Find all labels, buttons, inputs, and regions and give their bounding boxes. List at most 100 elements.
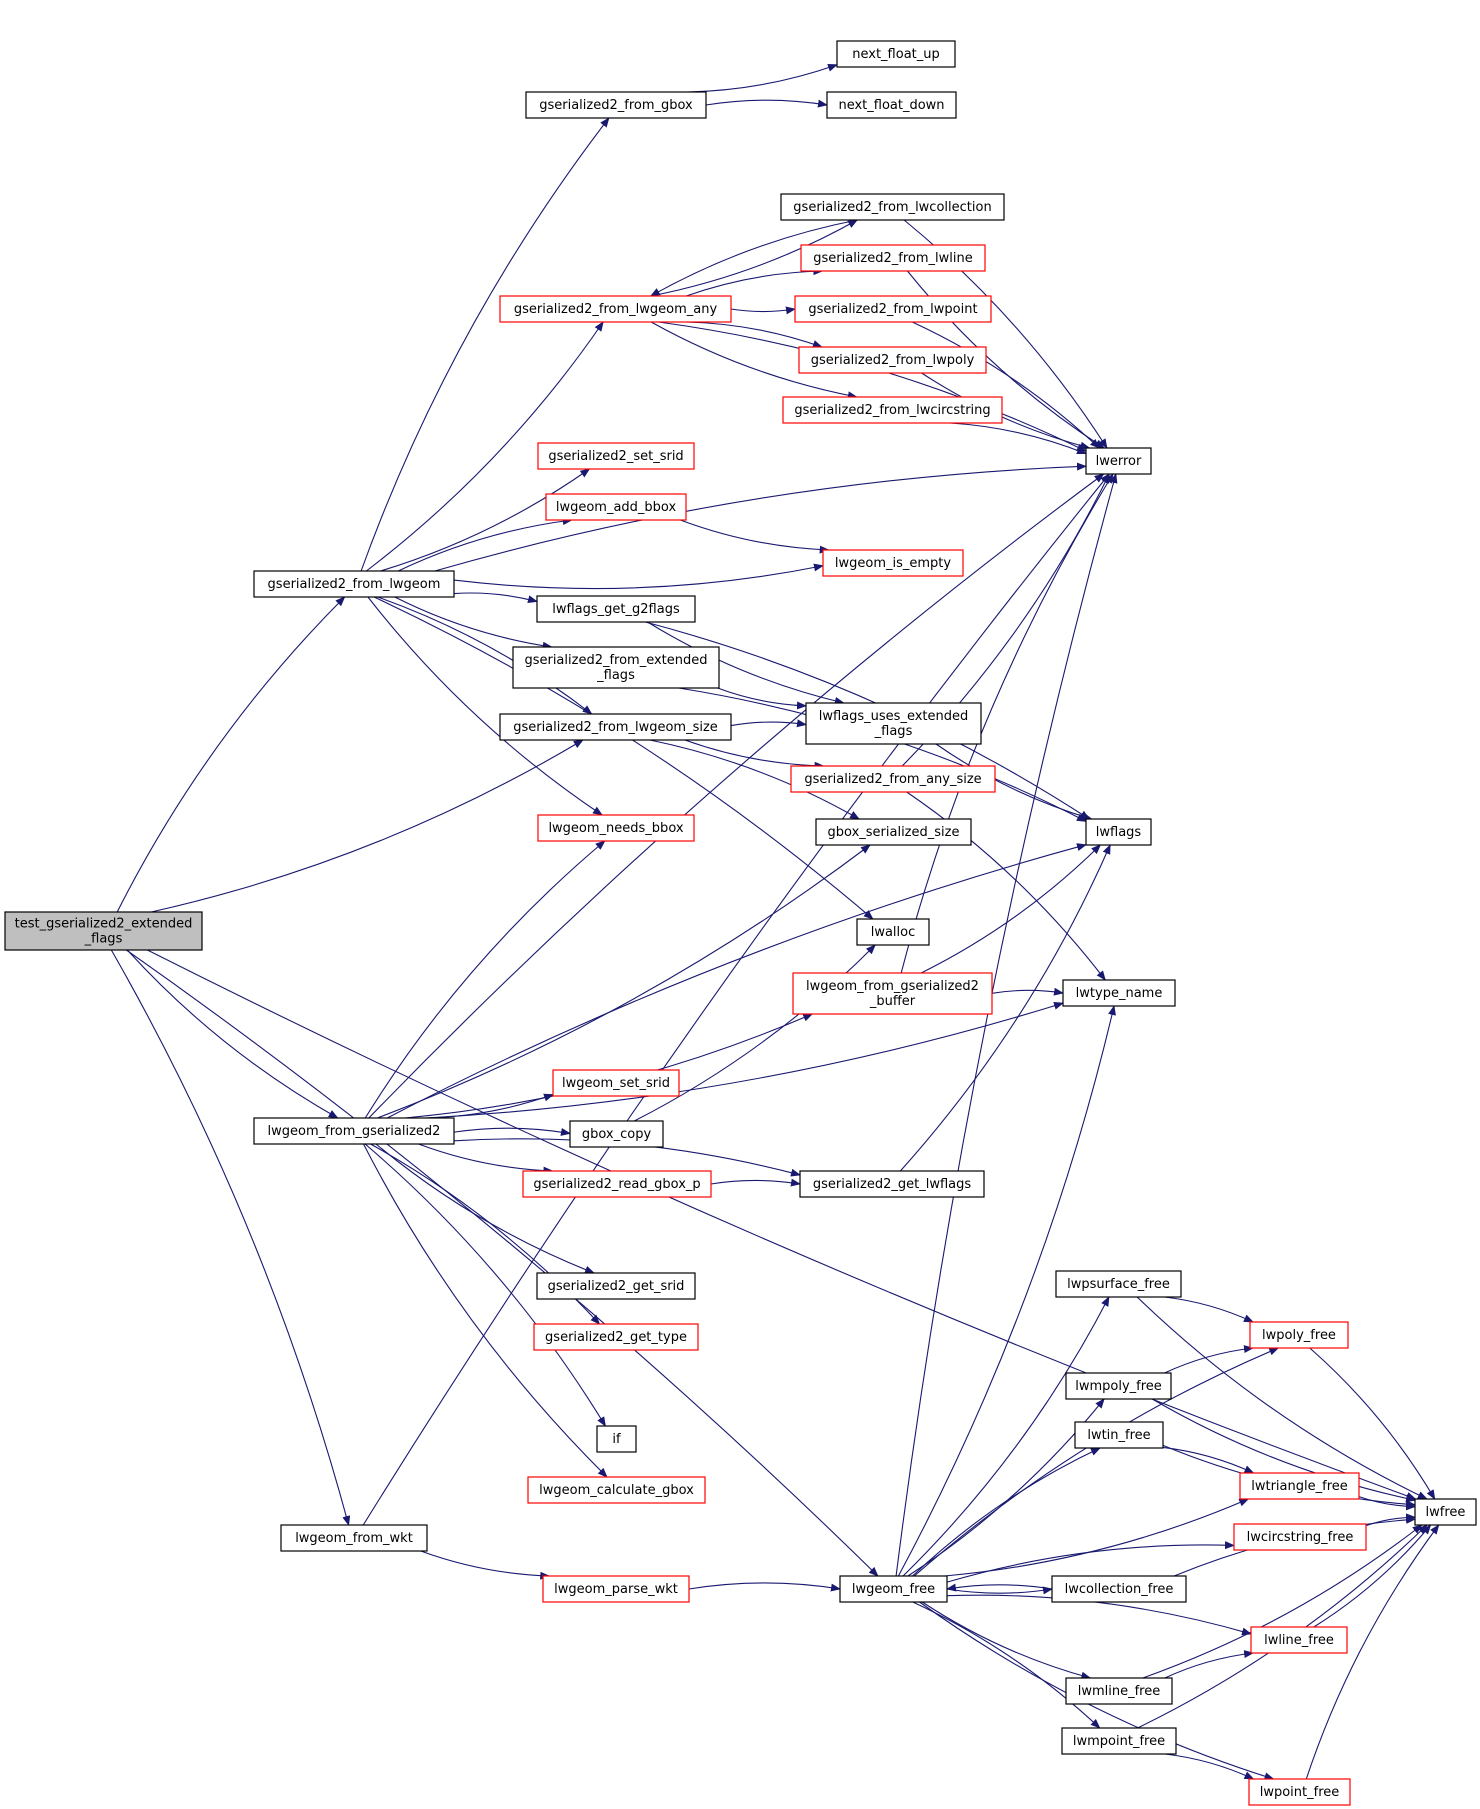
node-g2-from-any-size[interactable]: gserialized2_from_any_size: [790, 765, 996, 793]
node-lwmpoly-free[interactable]: lwmpoly_free: [1065, 1372, 1172, 1400]
node-g2-get-lwflags[interactable]: gserialized2_get_lwflags: [799, 1170, 985, 1198]
node-label: gbox_copy: [582, 1127, 652, 1142]
edge-lwpsurface-free-to-lwpoly-free: [1164, 1296, 1254, 1323]
node-label: lwflags_get_g2flags: [552, 602, 680, 617]
node-label: _flags: [874, 724, 913, 739]
edge-g2-from-lwgeom-to-g2-from-lwgeom-size: [377, 596, 593, 715]
node-g2-from-lwgeom-any[interactable]: gserialized2_from_lwgeom_any: [499, 295, 732, 323]
node-lwgeom-set-srid[interactable]: lwgeom_set_srid: [552, 1069, 680, 1097]
node-label: _flags: [84, 931, 123, 946]
node-box: [545, 493, 687, 521]
node-gbox-serialized-size[interactable]: gbox_serialized_size: [815, 818, 972, 846]
node-lwgeom-add-bbox[interactable]: lwgeom_add_bbox: [545, 493, 687, 521]
node-box: [790, 765, 996, 793]
node-label: test_gserialized2_extended: [15, 916, 193, 931]
node-lwpsurface-free[interactable]: lwpsurface_free: [1055, 1270, 1182, 1298]
node-lwalloc[interactable]: lwalloc: [856, 918, 930, 946]
node-g2-from-lwcollection[interactable]: gserialized2_from_lwcollection: [780, 193, 1005, 221]
node-lwtin-free[interactable]: lwtin_free: [1074, 1421, 1164, 1449]
node-lwmpoint-free[interactable]: lwmpoint_free: [1061, 1727, 1177, 1755]
edge-lwpoly-free-to-lwfree: [1309, 1347, 1436, 1500]
edge-g2-from-lwgeom-size-to-gbox-serialized-size: [649, 739, 860, 820]
node-lwtriangle-free[interactable]: lwtriangle_free: [1239, 1472, 1360, 1500]
edge-lwgeom-from-g2-to-if: [364, 1143, 606, 1427]
node-lwflags[interactable]: lwflags: [1085, 818, 1152, 846]
node-lwcollection-free[interactable]: lwcollection_free: [1051, 1575, 1187, 1603]
node-lwgeom-parse-wkt[interactable]: lwgeom_parse_wkt: [542, 1575, 690, 1603]
node-g2-from-lwgeom[interactable]: gserialized2_from_lwgeom: [253, 570, 455, 598]
node-lwerror[interactable]: lwerror: [1085, 447, 1152, 475]
node-lwgeom-needs-bbox[interactable]: lwgeom_needs_bbox: [537, 814, 695, 842]
node-if[interactable]: if: [596, 1425, 637, 1453]
edge-lwgeom-from-wkt-to-lwerror: [362, 473, 1110, 1526]
edge-lwtriangle-free-to-lwfree: [1358, 1496, 1416, 1511]
edge-lwmline-free-to-lwfree: [1142, 1524, 1423, 1679]
edge-lwgeom-from-g2-buffer-to-lwtype-name: [991, 987, 1064, 996]
node-box: [552, 1069, 680, 1097]
node-lwpoly-free[interactable]: lwpoly_free: [1249, 1321, 1349, 1349]
node-lwtype-name[interactable]: lwtype_name: [1062, 979, 1176, 1007]
node-box: [280, 1524, 428, 1552]
node-g2-from-lwgeom-size[interactable]: gserialized2_from_lwgeom_size: [499, 713, 732, 741]
node-lwmline-free[interactable]: lwmline_free: [1065, 1677, 1173, 1705]
node-label: gbox_serialized_size: [828, 825, 960, 840]
node-box: [836, 40, 956, 68]
node-label: lwpsurface_free: [1067, 1277, 1170, 1292]
edge-lwgeom-free-to-lwmpoint-free: [912, 1601, 1101, 1729]
node-box: [499, 713, 732, 741]
node-g2-set-srid[interactable]: gserialized2_set_srid: [537, 442, 695, 470]
node-label: gserialized2_from_extended: [524, 653, 707, 668]
node-lwgeom-from-wkt[interactable]: lwgeom_from_wkt: [280, 1524, 428, 1552]
edge-g2-from-lwgeom-to-lwgeom-add-bbox: [397, 517, 573, 572]
node-g2-from-lwline[interactable]: gserialized2_from_lwline: [800, 244, 986, 272]
node-label: lwpoly_free: [1262, 1328, 1336, 1343]
node-lwline-free[interactable]: lwline_free: [1250, 1626, 1348, 1654]
node-g2-from-gbox[interactable]: gserialized2_from_gbox: [525, 91, 707, 119]
node-label: lwfree: [1426, 1505, 1466, 1520]
node-label: lwerror: [1096, 454, 1142, 469]
node-g2-from-lwpoint[interactable]: gserialized2_from_lwpoint: [794, 295, 992, 323]
edge-g2-from-lwgeom-to-lwgeom-is-empty: [453, 563, 824, 590]
node-box: [1062, 979, 1176, 1007]
node-g2-get-type[interactable]: gserialized2_get_type: [533, 1323, 699, 1351]
node-box: [839, 1575, 948, 1603]
node-lwpoint-free[interactable]: lwpoint_free: [1248, 1778, 1351, 1806]
node-lwflags-get-g2flags[interactable]: lwflags_get_g2flags: [536, 595, 696, 623]
edge-root-to-g2-from-lwgeom-size: [151, 739, 584, 913]
node-lwgeom-from-g2-buffer[interactable]: lwgeom_from_gserialized2_buffer: [792, 972, 993, 1015]
edge-lwgeom-from-g2-to-lwgeom-set-srid: [424, 1093, 554, 1119]
edge-lwpoint-free-to-lwfree: [1305, 1524, 1440, 1780]
node-label: lwgeom_parse_wkt: [554, 1582, 678, 1597]
node-g2-from-lwcircstring[interactable]: gserialized2_from_lwcircstring: [782, 396, 1003, 424]
node-next-float-down[interactable]: next_float_down: [826, 91, 957, 119]
edge-lwline-free-to-lwfree: [1313, 1524, 1432, 1628]
edge-g2-from-lwgeom-size-to-g2-from-any-size: [684, 739, 825, 770]
node-lwfree[interactable]: lwfree: [1414, 1498, 1477, 1526]
node-lwgeom-from-g2[interactable]: lwgeom_from_gserialized2: [253, 1117, 455, 1145]
edge-lwgeom-free-to-lwerror: [895, 473, 1118, 1577]
edge-g2-from-lwgeom-to-lwflags-get-g2flags: [453, 592, 538, 604]
node-gbox-copy[interactable]: gbox_copy: [569, 1120, 664, 1148]
node-lwflags-uses-extended-flags[interactable]: lwflags_uses_extended_flags: [805, 702, 982, 745]
node-g2-from-extended-flags[interactable]: gserialized2_from_extended_flags: [512, 646, 720, 689]
node-g2-from-lwpoly[interactable]: gserialized2_from_lwpoly: [798, 346, 987, 374]
edge-g2-get-lwflags-to-lwflags: [899, 844, 1111, 1172]
edge-g2-from-lwgeom-any-to-g2-from-lwline: [686, 267, 824, 297]
node-lwgeom-calculate-gbox[interactable]: lwgeom_calculate_gbox: [527, 1476, 706, 1504]
edge-g2-from-lwgeom-any-to-g2-from-lwcollection: [650, 219, 859, 297]
node-g2-read-gbox-p[interactable]: gserialized2_read_gbox_p: [522, 1170, 712, 1198]
node-next-float-up[interactable]: next_float_up: [836, 40, 956, 68]
node-box: [822, 549, 964, 577]
node-lwgeom-is-empty[interactable]: lwgeom_is_empty: [822, 549, 964, 577]
node-label: lwpoint_free: [1260, 1785, 1340, 1800]
edge-root-to-g2-from-lwgeom: [116, 596, 346, 913]
node-lwgeom-free[interactable]: lwgeom_free: [839, 1575, 948, 1603]
edge-root-to-lwfree: [147, 949, 1417, 1500]
node-g2-get-srid[interactable]: gserialized2_get_srid: [536, 1272, 696, 1300]
edge-g2-from-lwgeom-to-g2-from-lwgeom-any: [366, 321, 604, 572]
node-label: next_float_down: [838, 98, 944, 113]
edge-lwgeom-free-to-lwcircstring-free: [946, 1541, 1235, 1583]
edge-g2-from-lwgeom-to-g2-from-extended-flags: [394, 596, 553, 650]
node-lwcircstring-free[interactable]: lwcircstring_free: [1233, 1523, 1367, 1551]
node-root[interactable]: test_gserialized2_extended_flags: [4, 911, 203, 951]
